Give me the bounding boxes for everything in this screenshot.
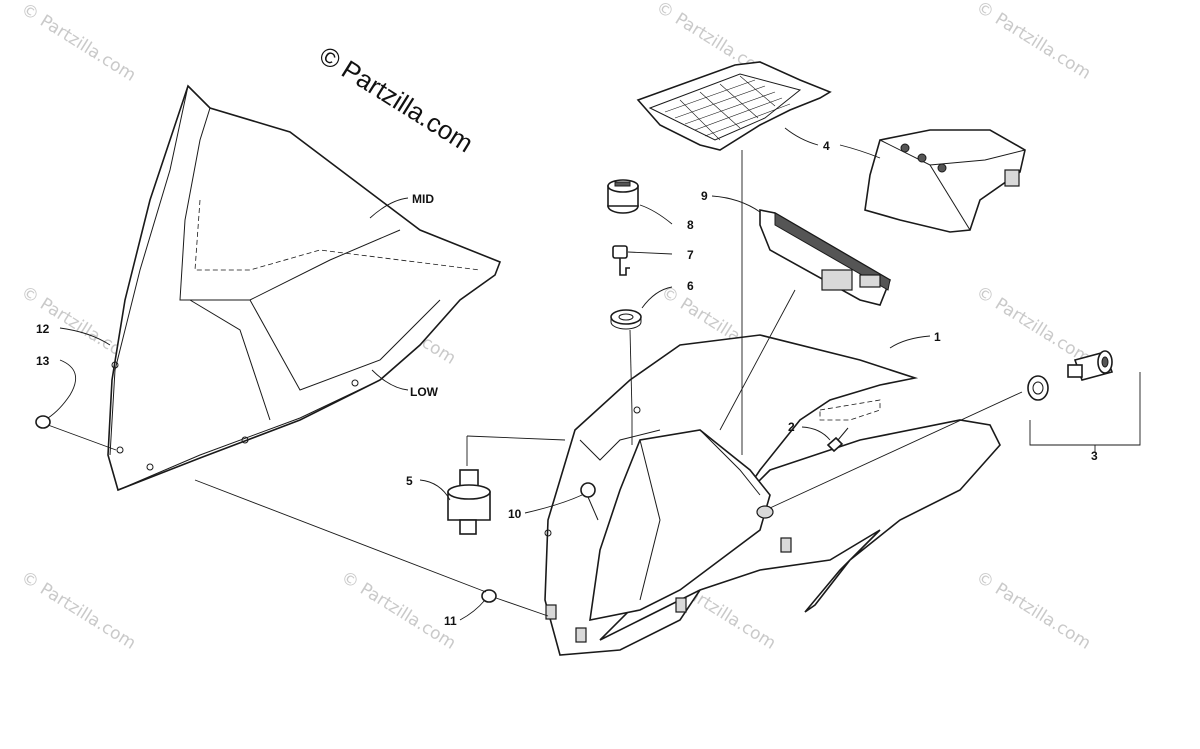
- callout-2: 2: [788, 420, 795, 434]
- screw-10: [580, 482, 599, 521]
- rear-cover: [864, 129, 1026, 233]
- callout-10: 10: [508, 507, 522, 521]
- callout-13: 13: [36, 354, 50, 368]
- storage-net-cover: [636, 61, 832, 151]
- watermark: © Partzilla.com: [337, 567, 459, 653]
- callout-mid: MID: [412, 192, 434, 206]
- callout-3: 3: [1091, 449, 1098, 463]
- rivet-11: [481, 589, 497, 603]
- callout-6: 6: [687, 279, 694, 293]
- watermark: © Partzilla.com: [17, 0, 139, 86]
- power-outlet: [1027, 350, 1114, 401]
- screw-2: [826, 427, 849, 453]
- hood-assembly: [544, 334, 1001, 656]
- watermark: © Partzilla.com: [972, 282, 1094, 368]
- leader-lines: [47, 127, 1141, 621]
- callout-12: 12: [36, 322, 50, 336]
- callout-9: 9: [701, 189, 708, 203]
- watermark: © Partzilla.com: [972, 0, 1094, 84]
- callouts: MID LOW 12 13 1 2 3 4 5 6 7 8 9 10 11: [36, 139, 1098, 628]
- callout-8: 8: [687, 218, 694, 232]
- windshield: [107, 84, 502, 492]
- watermark: © Partzilla.com: [17, 567, 139, 653]
- electronic-module: [759, 209, 891, 306]
- key-cap: [607, 179, 639, 214]
- callout-4: 4: [823, 139, 830, 153]
- rivet-13: [35, 415, 51, 429]
- ignition-switch: [447, 469, 491, 535]
- callout-low: LOW: [410, 385, 439, 399]
- ignition-key: [612, 245, 630, 276]
- callout-11: 11: [444, 614, 457, 628]
- key-nut: [610, 309, 642, 330]
- callout-5: 5: [406, 474, 413, 488]
- callout-1: 1: [934, 330, 941, 344]
- callout-7: 7: [687, 248, 694, 262]
- watermark: © Partzilla.com: [972, 567, 1094, 653]
